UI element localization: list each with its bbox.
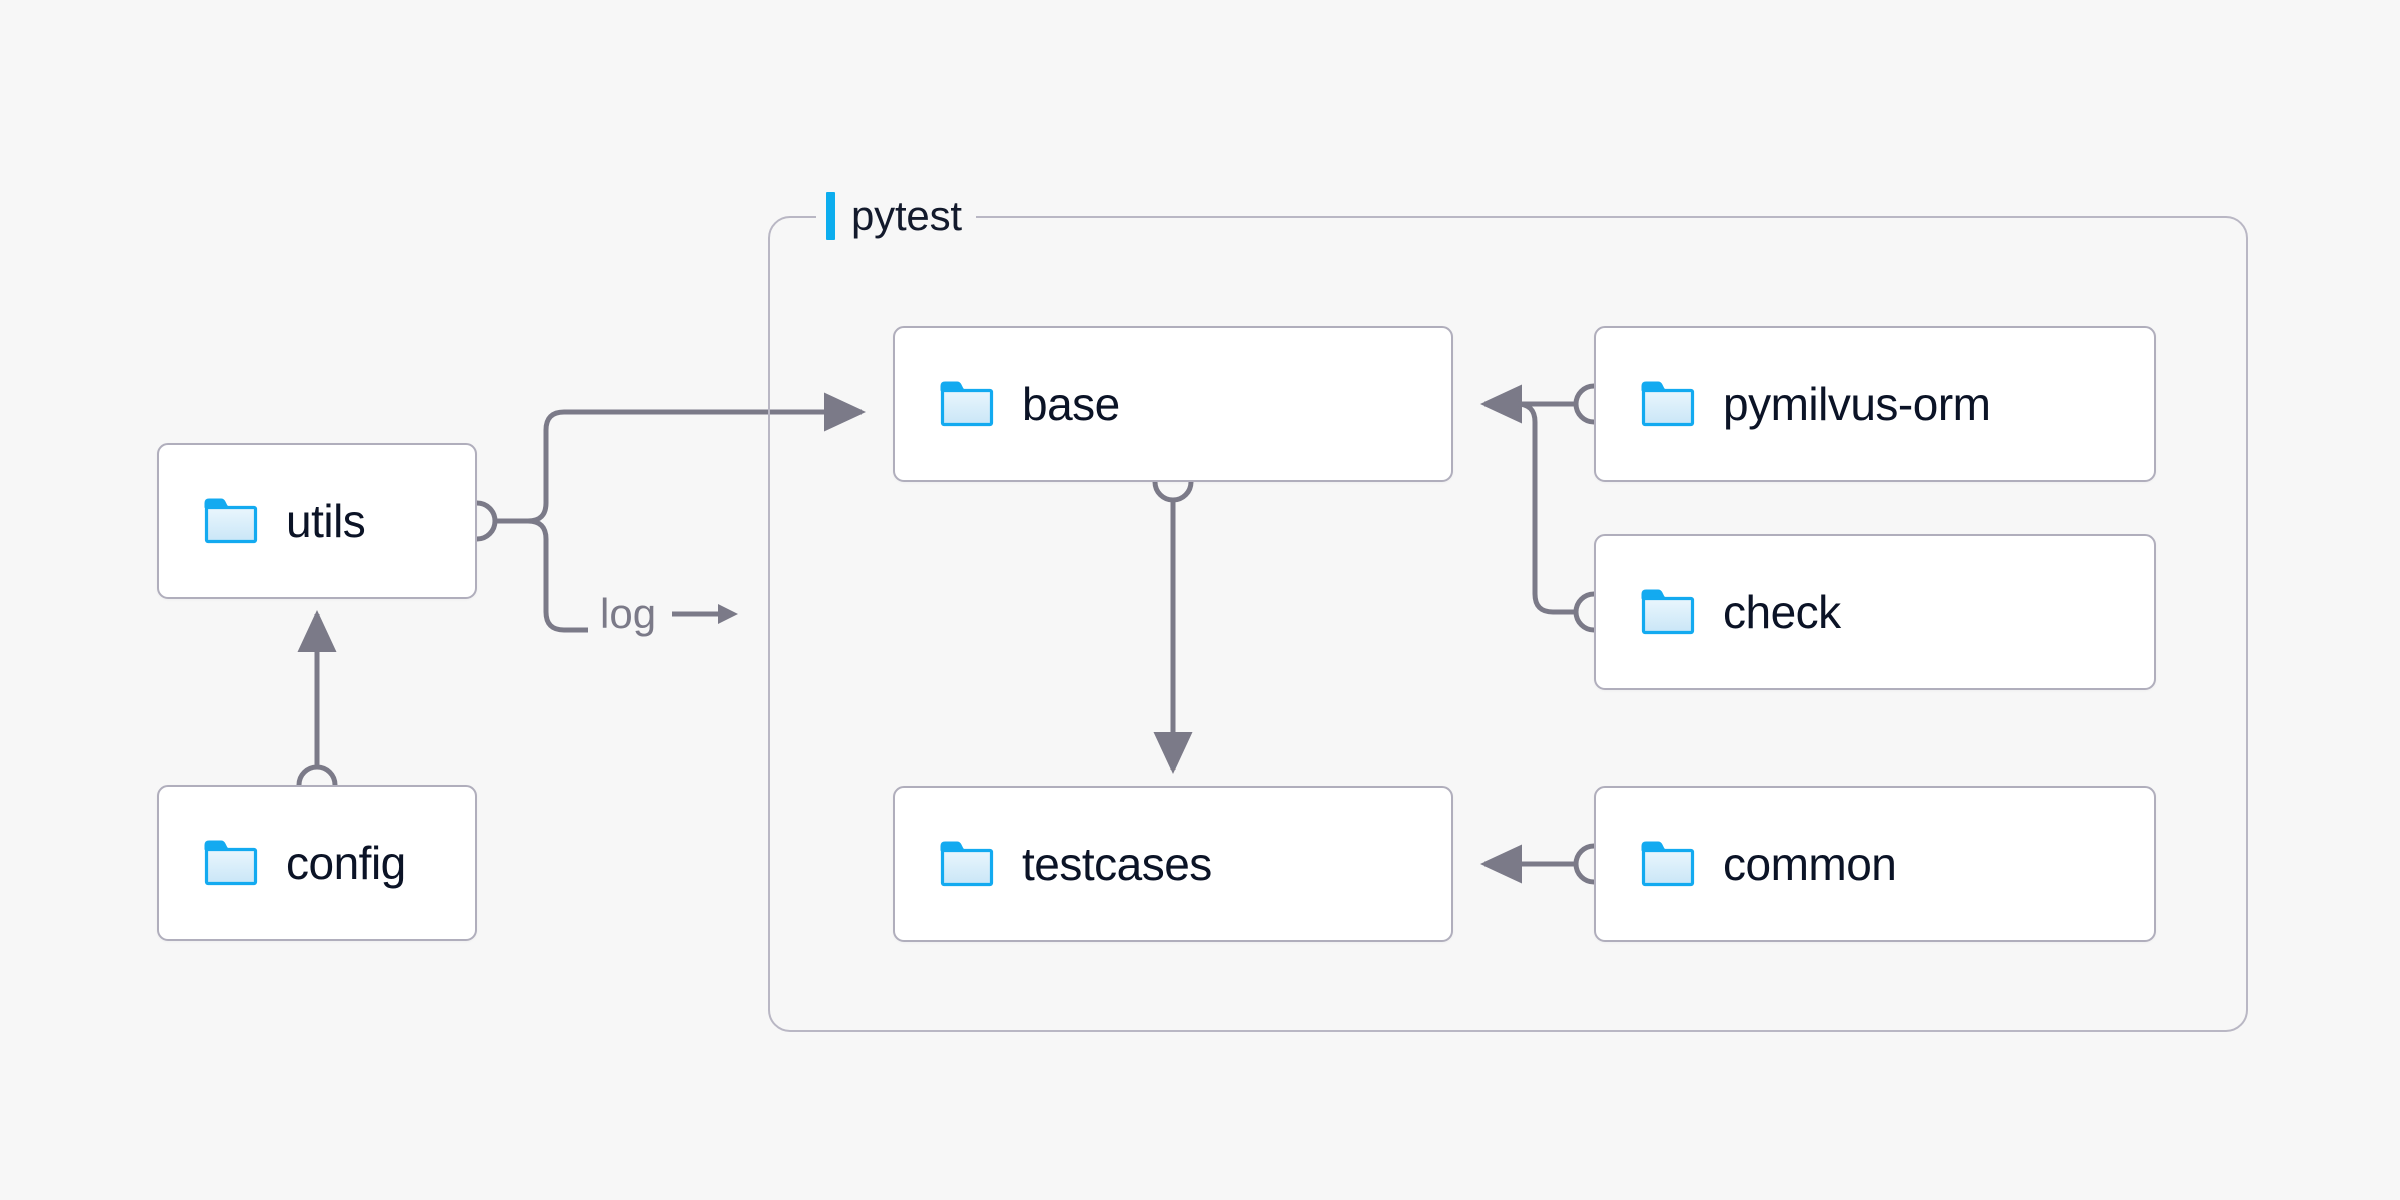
edge-label-arrow-icon xyxy=(672,604,739,624)
node-label-common: common xyxy=(1723,838,1897,890)
folder-icon xyxy=(1641,841,1695,887)
folder-icon xyxy=(1641,381,1695,427)
folder-icon xyxy=(204,498,258,544)
edge-utils-to-log xyxy=(495,518,588,633)
group-accent-bar xyxy=(826,192,835,240)
node-label-check: check xyxy=(1723,586,1841,638)
edge-check-to-base xyxy=(1500,401,1576,615)
node-utils[interactable]: utils xyxy=(157,443,477,599)
edge-label-log: log xyxy=(600,590,740,638)
node-base[interactable]: base xyxy=(893,326,1453,482)
node-label-base: base xyxy=(1022,378,1120,430)
node-pymilvus-orm[interactable]: pymilvus-orm xyxy=(1594,326,2156,482)
node-label-pymilvus-orm: pymilvus-orm xyxy=(1723,378,1991,430)
folder-icon xyxy=(204,840,258,886)
edge-label-log-text: log xyxy=(600,590,657,637)
folder-icon xyxy=(940,381,994,427)
node-common[interactable]: common xyxy=(1594,786,2156,942)
folder-icon xyxy=(1641,589,1695,635)
folder-icon xyxy=(940,841,994,887)
node-config[interactable]: config xyxy=(157,785,477,941)
node-check[interactable]: check xyxy=(1594,534,2156,690)
pytest-group-label: pytest xyxy=(816,188,976,244)
node-label-config: config xyxy=(286,837,406,889)
node-label-utils: utils xyxy=(286,495,366,547)
group-label-text: pytest xyxy=(851,192,962,239)
node-label-testcases: testcases xyxy=(1022,838,1212,890)
pytest-group-container xyxy=(768,216,2248,1032)
node-testcases[interactable]: testcases xyxy=(893,786,1453,942)
